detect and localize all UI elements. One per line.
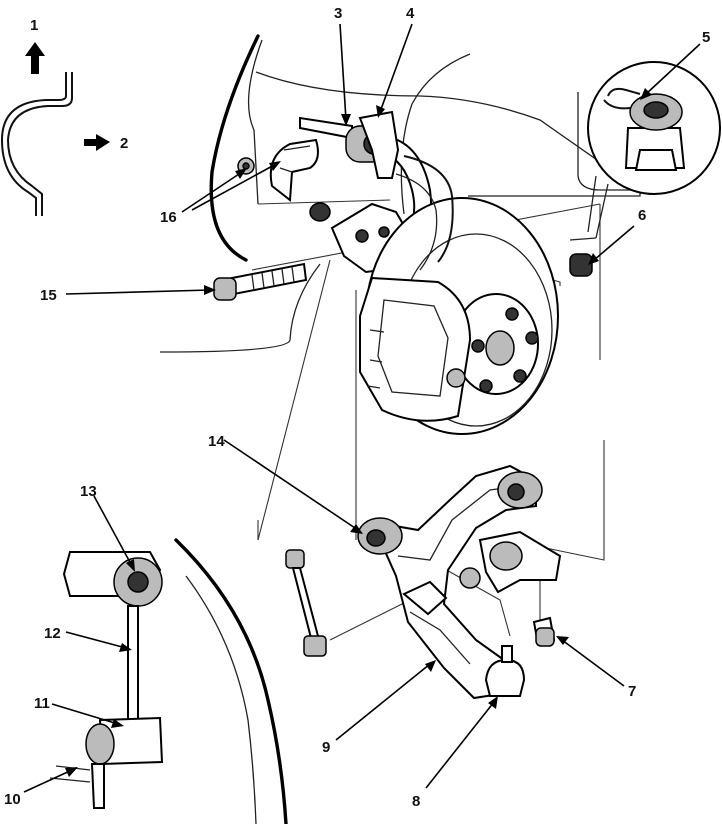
callout-1: 1 [30,17,38,34]
callout-4: 4 [406,5,415,22]
long-bolt [213,262,308,301]
callout-13: 13 [80,483,97,500]
stabilizer-bracket-profile [0,72,73,216]
brake-caliper [359,276,472,422]
callout-9: 9 [322,739,330,756]
lower-control-arm [357,464,543,700]
callout-7: 7 [628,683,636,700]
callout-2: 2 [120,135,128,152]
right-arrow-icon [84,134,110,151]
ball-joint [484,645,526,697]
leader-lines [23,23,701,793]
callout-8: 8 [412,793,420,810]
callout-3: 3 [334,5,342,22]
callout-10: 10 [4,791,21,808]
assembly-lines [251,199,605,641]
bracket-clamp [237,138,331,222]
mount-bushing [569,253,593,277]
detail-inset [569,61,721,241]
body-contours [159,34,641,824]
callout-11: 11 [34,695,50,712]
callout-labels: 1 2 3 4 5 6 7 8 9 10 11 12 13 14 15 16 [4,5,710,810]
callout-6: 6 [638,207,646,224]
link-detail [49,551,164,809]
callout-12: 12 [44,625,61,642]
callout-14: 14 [208,433,225,450]
brake-hose [395,155,454,271]
clamp-bushing [309,202,331,222]
callout-5: 5 [702,29,710,46]
callout-15: 15 [40,287,57,304]
up-arrow-icon [25,42,45,74]
orientation-inset [0,42,110,216]
callout-16: 16 [160,209,177,226]
bushing-bracket [358,110,400,179]
stabilizer-link [285,549,327,657]
rear-bracket [478,530,562,647]
